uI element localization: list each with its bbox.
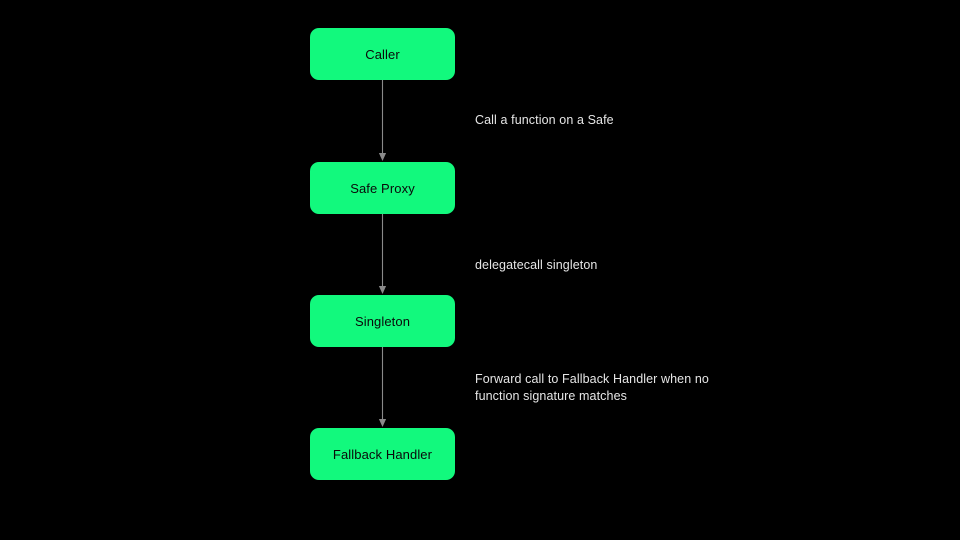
node-caller[interactable]: Caller	[310, 28, 455, 80]
edge-caller-to-safe-proxy	[378, 80, 387, 161]
node-fallback-handler[interactable]: Fallback Handler	[310, 428, 455, 480]
edge-label-caller-to-safe-proxy: Call a function on a Safe	[475, 113, 614, 127]
node-safe-proxy[interactable]: Safe Proxy	[310, 162, 455, 214]
node-safe-proxy-label: Safe Proxy	[350, 180, 415, 196]
edge-singleton-to-fallback-handler	[378, 347, 387, 427]
edge-label-singleton-to-fallback-handler: Forward call to Fallback Handler when no…	[475, 372, 709, 403]
edge-label-safe-proxy-to-singleton: delegatecall singleton	[475, 258, 598, 272]
node-caller-label: Caller	[365, 46, 400, 62]
node-fallback-handler-label: Fallback Handler	[332, 446, 433, 462]
edge-safe-proxy-to-singleton	[378, 214, 387, 294]
node-singleton-label: Singleton	[354, 313, 411, 329]
node-singleton[interactable]: Singleton	[310, 295, 455, 347]
